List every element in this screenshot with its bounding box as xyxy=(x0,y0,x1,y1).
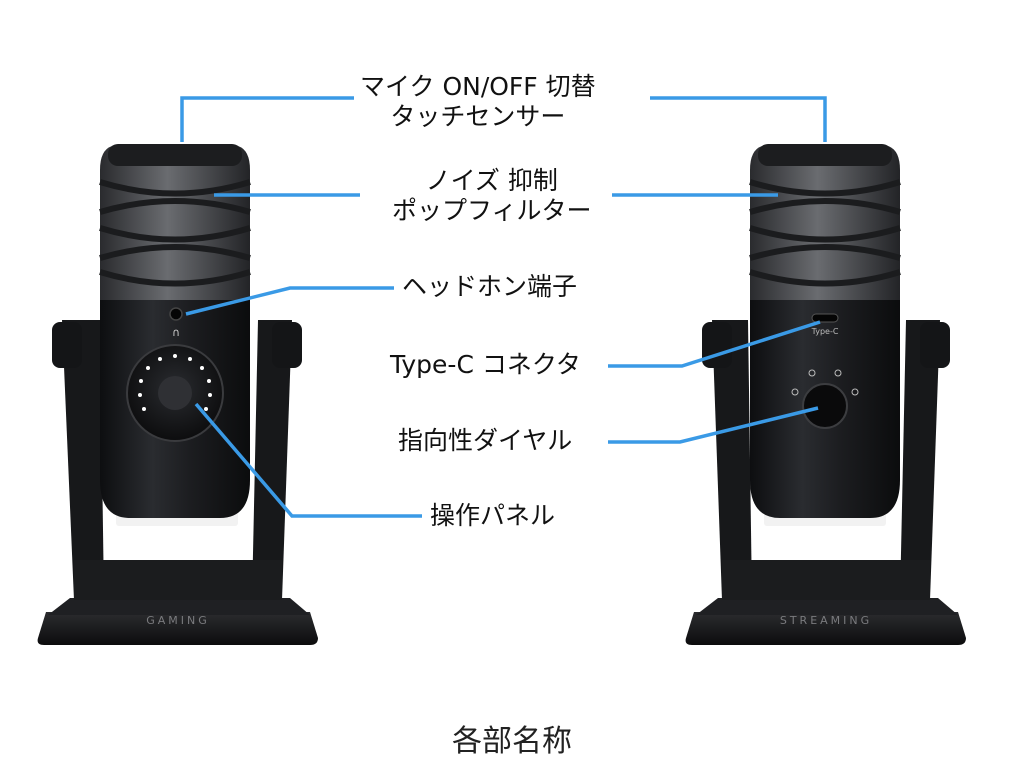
svg-text:∩: ∩ xyxy=(172,326,180,339)
label-typec: Type-C コネクタ xyxy=(384,350,587,380)
label-pop-filter: ノイズ 抑制 ポップフィルター xyxy=(386,166,598,226)
caption: 各部名称 xyxy=(0,716,1024,760)
microphone-front: GAMING ∩ xyxy=(38,144,318,645)
label-panel: 操作パネル xyxy=(424,501,561,531)
pattern-dial xyxy=(803,384,847,428)
headphone-jack-front xyxy=(170,308,182,320)
microphone-back: STREAMING Type-C xyxy=(686,144,966,645)
label-headphone-jack: ヘッドホン端子 xyxy=(396,272,583,302)
typec-port xyxy=(812,314,838,322)
typec-port-label: Type-C xyxy=(811,327,839,336)
base-right-label: STREAMING xyxy=(780,614,872,627)
label-dial: 指向性ダイヤル xyxy=(392,426,578,456)
leader-mic-toggle xyxy=(182,98,360,142)
base-left-label: GAMING xyxy=(146,614,210,627)
knob-left xyxy=(52,322,82,368)
leader-mic-toggle-right xyxy=(650,98,825,142)
label-mic-toggle: マイク ON/OFF 切替 タッチセンサー xyxy=(354,72,602,132)
